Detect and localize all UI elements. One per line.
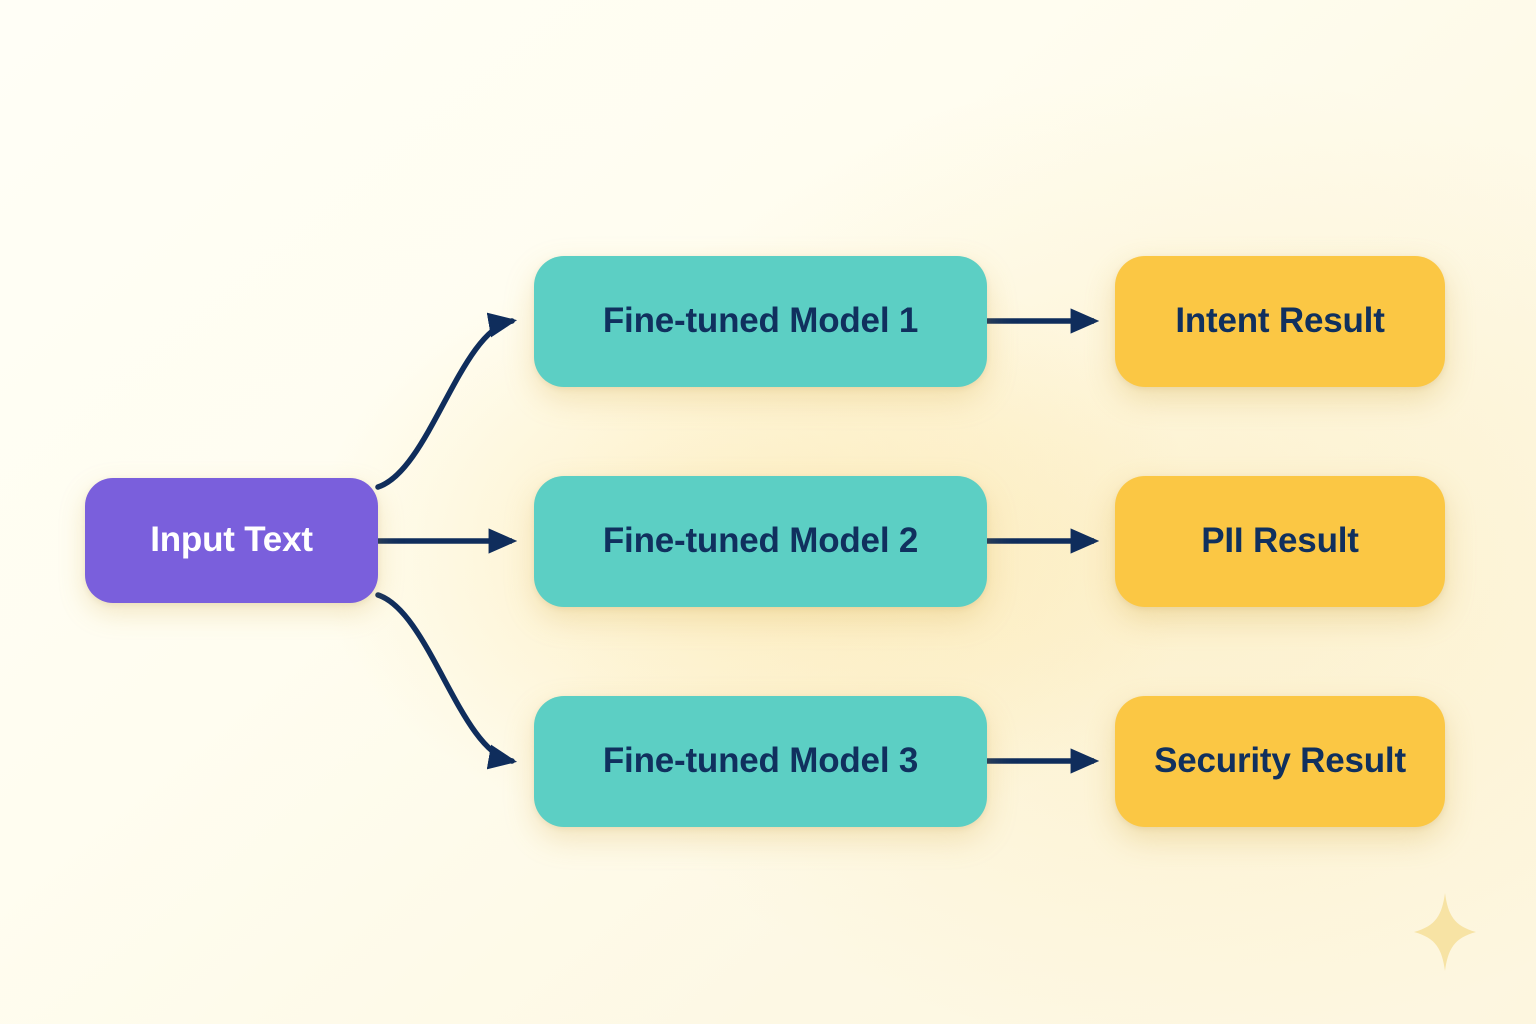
edge-input-to-model-3 bbox=[375, 592, 518, 770]
node-fine-tuned-model-2-label: Fine-tuned Model 2 bbox=[602, 521, 919, 561]
edge-input-to-model-1 bbox=[375, 312, 518, 490]
node-security-result[interactable]: Security Result bbox=[1115, 696, 1445, 827]
node-intent-result-label: Intent Result bbox=[1175, 301, 1385, 341]
node-fine-tuned-model-3-label: Fine-tuned Model 3 bbox=[602, 741, 919, 781]
node-fine-tuned-model-2[interactable]: Fine-tuned Model 2 bbox=[534, 476, 987, 607]
node-input-text[interactable]: Input Text bbox=[85, 478, 378, 603]
node-fine-tuned-model-3[interactable]: Fine-tuned Model 3 bbox=[534, 696, 987, 827]
node-pii-result-label: PII Result bbox=[1201, 521, 1359, 561]
node-input-text-label: Input Text bbox=[150, 520, 313, 560]
node-pii-result[interactable]: PII Result bbox=[1115, 476, 1445, 607]
node-fine-tuned-model-1[interactable]: Fine-tuned Model 1 bbox=[534, 256, 987, 387]
node-fine-tuned-model-1-label: Fine-tuned Model 1 bbox=[602, 301, 919, 341]
node-intent-result[interactable]: Intent Result bbox=[1115, 256, 1445, 387]
sparkle-icon bbox=[1414, 893, 1476, 971]
node-security-result-label: Security Result bbox=[1154, 741, 1406, 781]
